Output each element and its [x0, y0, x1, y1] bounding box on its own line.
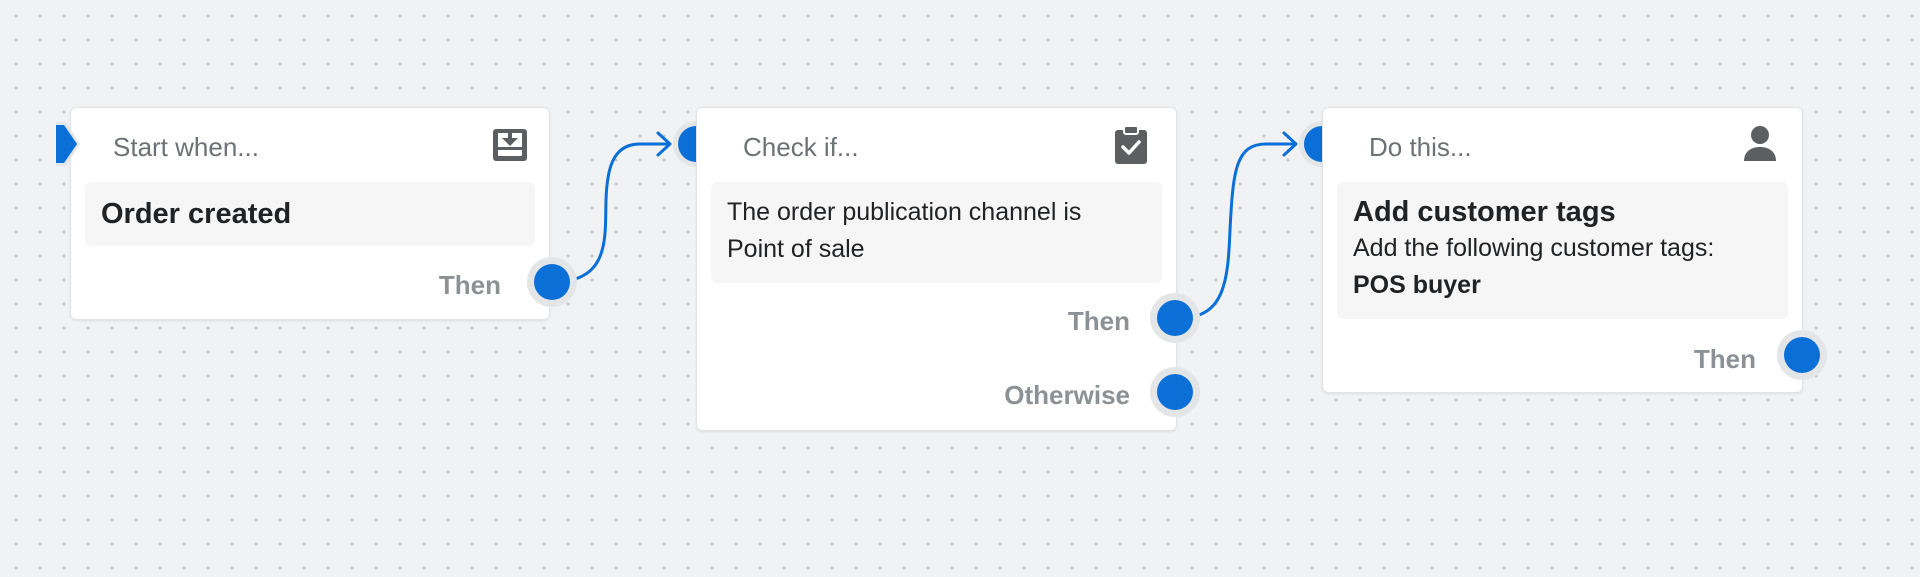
connector-condition-to-action — [1179, 142, 1294, 320]
trigger-event-name: Order created — [101, 198, 292, 230]
condition-card-header: Check if... — [697, 108, 1176, 180]
action-tag-value: POS buyer — [1353, 271, 1481, 299]
action-card[interactable]: Do this... Add customer tags Add the fol… — [1322, 107, 1803, 393]
condition-otherwise-port[interactable] — [1150, 367, 1200, 417]
clipboard-check-icon — [1114, 125, 1152, 164]
condition-card[interactable]: Check if... The order publication channe… — [696, 107, 1177, 431]
condition-otherwise-label: Otherwise — [1004, 380, 1130, 410]
condition-card-body: The order publication channel is Point o… — [711, 182, 1162, 283]
trigger-then-port[interactable] — [527, 257, 577, 307]
person-icon — [1742, 125, 1780, 163]
condition-then-port[interactable] — [1150, 293, 1200, 343]
condition-description: The order publication channel is Point o… — [727, 198, 1082, 263]
action-then-label: Then — [1693, 344, 1756, 374]
download-tray-icon — [491, 125, 529, 163]
action-header-label: Do this... — [1369, 132, 1472, 162]
trigger-card[interactable]: Start when... Order created Then — [70, 107, 550, 320]
condition-header-label: Check if... — [743, 132, 859, 162]
action-description: Add the following customer tags: — [1353, 234, 1715, 262]
condition-then-label: Then — [1067, 306, 1130, 336]
action-card-header: Do this... — [1323, 108, 1802, 180]
trigger-entry-marker — [56, 122, 84, 166]
connector-trigger-to-condition — [552, 142, 668, 284]
trigger-then-label: Then — [438, 270, 501, 300]
trigger-card-body: Order created — [85, 182, 535, 246]
action-name: Add customer tags — [1353, 196, 1616, 228]
connector-arrowhead — [656, 131, 672, 157]
action-then-port[interactable] — [1777, 330, 1827, 380]
trigger-header-label: Start when... — [113, 132, 259, 162]
connector-arrowhead — [1282, 131, 1298, 157]
trigger-card-header: Start when... — [71, 108, 549, 180]
action-card-body: Add customer tags Add the following cust… — [1337, 182, 1788, 319]
